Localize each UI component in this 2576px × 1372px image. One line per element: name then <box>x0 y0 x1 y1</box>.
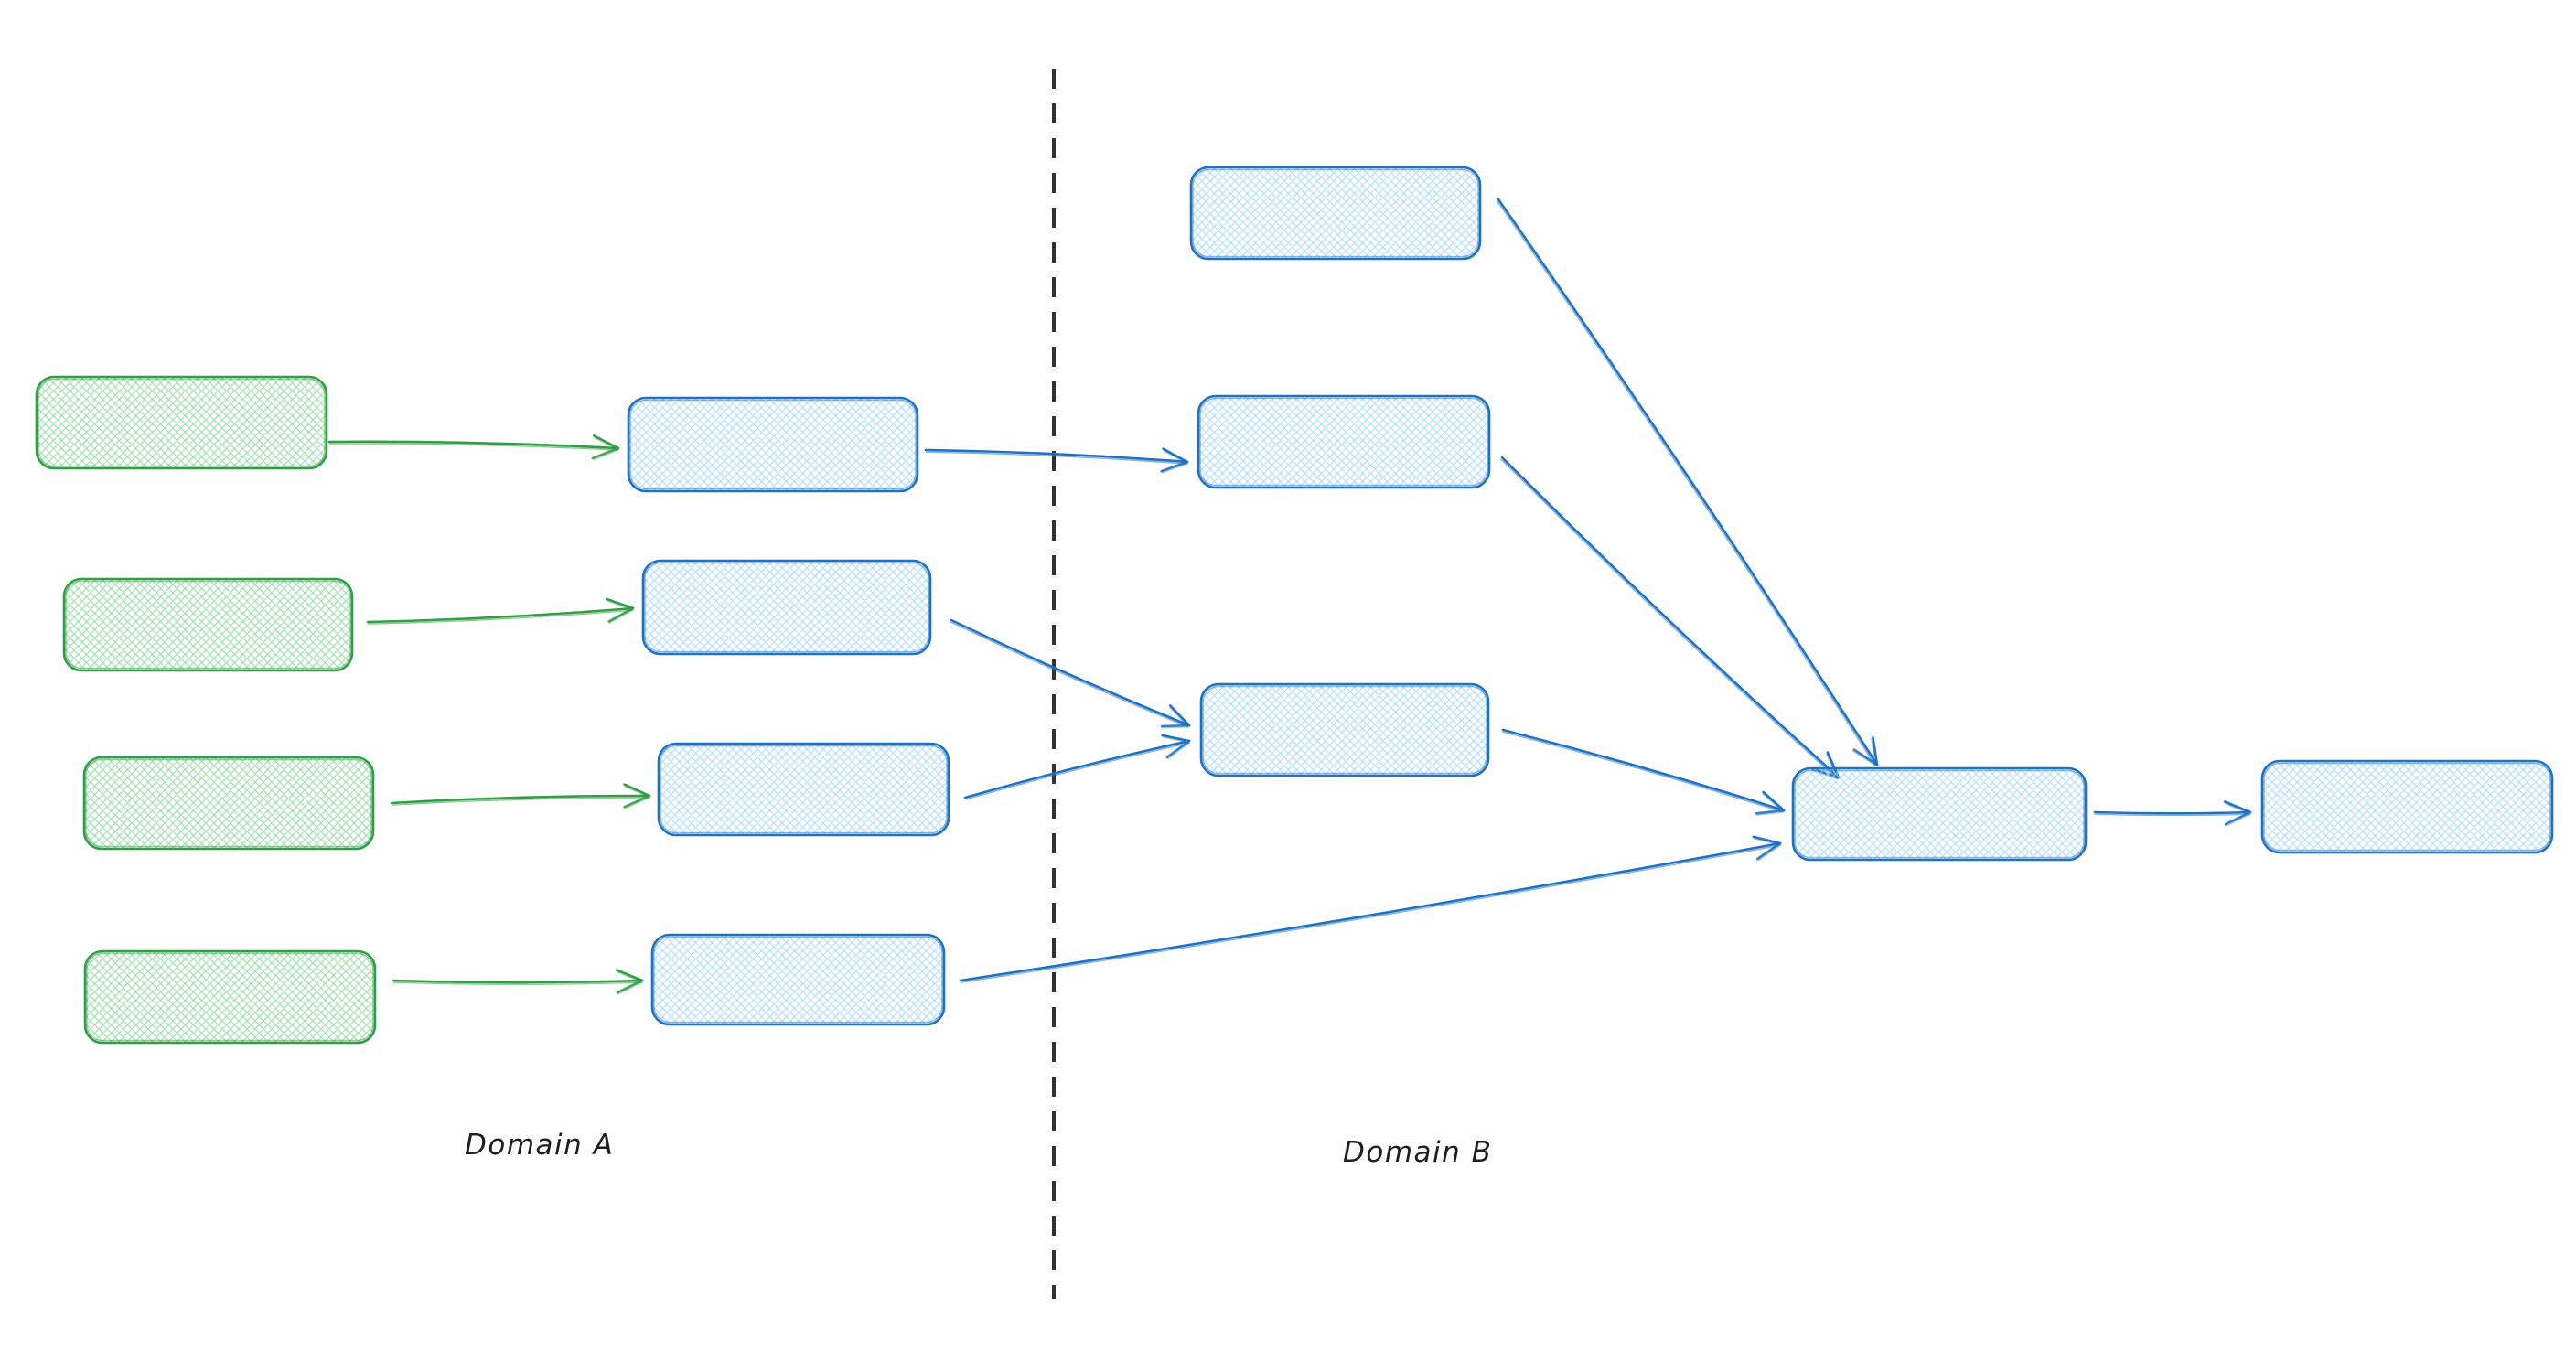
node-a-stage-1 <box>627 396 919 493</box>
node-a-source-2 <box>62 577 354 672</box>
node-a-stage-4 <box>650 933 946 1026</box>
arrow-a3-to-stage3 <box>390 783 651 809</box>
arrow-stage4-to-hub <box>959 835 1782 983</box>
node-b-input-3 <box>1199 682 1490 777</box>
node-b-output <box>2260 759 2554 854</box>
node-a-stage-2 <box>641 559 932 656</box>
arrow-stage1-to-b2 <box>924 447 1189 474</box>
domain-b-label: Domain B <box>1343 1136 1492 1169</box>
node-b-input-1 <box>1189 166 1482 261</box>
arrow-a2-to-stage2 <box>366 597 635 625</box>
arrow-stage3-to-b3 <box>963 734 1191 800</box>
arrow-b3-to-hub <box>1501 728 1786 816</box>
arrow-hub-to-output <box>2093 800 2252 827</box>
arrow-stage2-to-b3 <box>950 618 1191 729</box>
node-a-source-1 <box>35 375 328 470</box>
node-a-source-4 <box>83 949 377 1045</box>
arrow-a1-to-stage1 <box>327 434 620 461</box>
node-a-stage-3 <box>657 742 950 837</box>
arrow-a4-to-stage4 <box>392 969 644 995</box>
node-a-source-3 <box>82 756 375 851</box>
arrow-b2-to-hub <box>1499 456 1841 780</box>
node-b-hub <box>1791 766 2088 862</box>
domain-a-label: Domain A <box>465 1129 614 1162</box>
arrow-b1-to-hub <box>1496 198 1879 766</box>
node-b-input-2 <box>1197 394 1491 489</box>
